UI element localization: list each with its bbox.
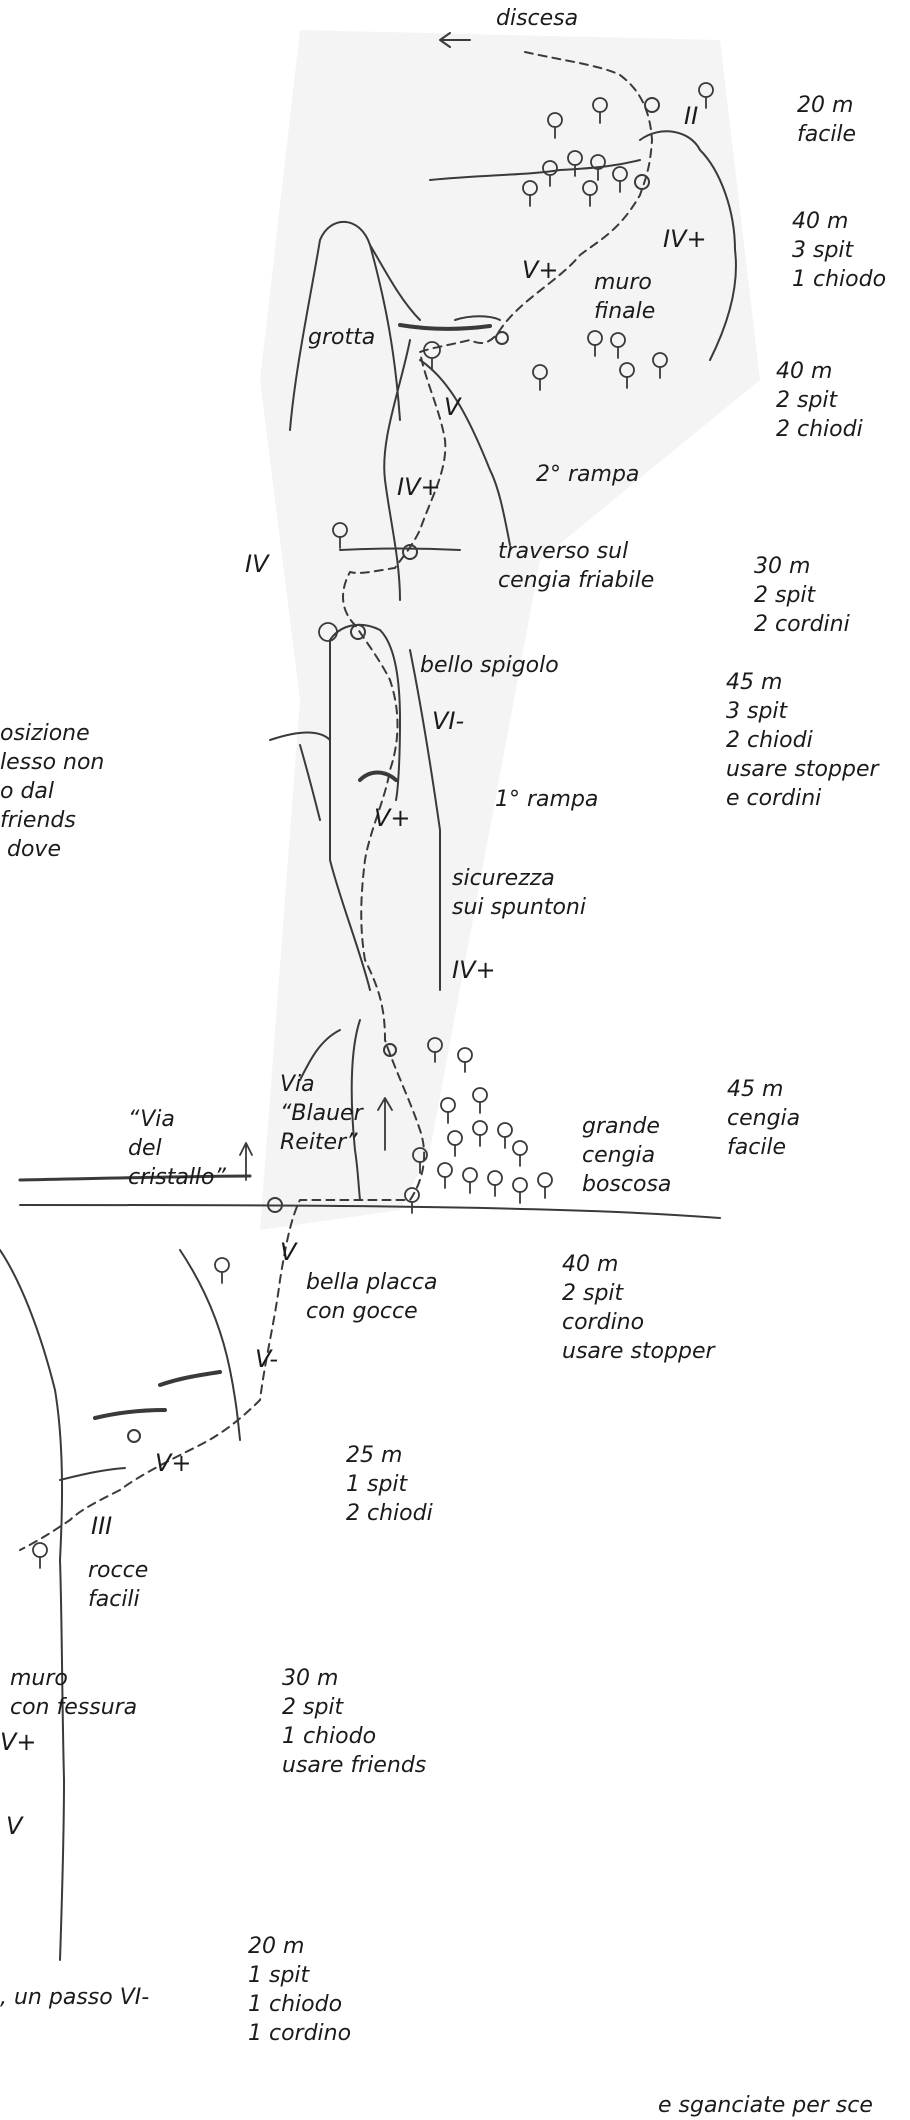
final-wall-label: muro finale <box>594 268 655 326</box>
pitch-info-2: 40 m 3 spit 1 chiodo <box>792 207 886 294</box>
left-cut-text-1: osizione lesso non o dal friends dove <box>0 719 104 864</box>
grade-Vp-left: V+ <box>0 1728 37 1757</box>
lower-slab-ledge-2 <box>95 1410 165 1418</box>
grade-V-mid: V <box>444 393 460 422</box>
via-cristallo-label: “Via del cristallo” <box>128 1105 226 1192</box>
pitch-info-6: 45 m cengia facile <box>727 1075 800 1162</box>
pitch-info-3: 40 m 2 spit 2 chiodi <box>776 357 863 444</box>
lower-slab-left <box>0 1250 62 1560</box>
belay-spikes-label: sicurezza sui spuntoni <box>452 864 586 922</box>
grade-Vp-top: V+ <box>522 256 559 285</box>
pitch-info-5: 45 m 3 spit 2 chiodi usare stopper e cor… <box>726 668 879 813</box>
grade-IVp-mid: IV+ <box>397 473 441 502</box>
grade-IVp-top: IV+ <box>663 225 707 254</box>
wall-crack-label: muro con fessura <box>10 1664 137 1722</box>
grade-II: II <box>684 102 698 131</box>
rock-face-shading <box>260 30 760 1230</box>
first-ramp-label: 1° rampa <box>495 785 598 814</box>
pitch-info-1: 20 m facile <box>797 91 856 149</box>
nice-slab-label: bella placca con gocce <box>306 1268 437 1326</box>
big-ledge-label: grande cengia boscosa <box>582 1112 671 1199</box>
pitch-info-8: 25 m 1 spit 2 chiodi <box>346 1441 433 1528</box>
lower-slab-ledge-3 <box>60 1468 125 1480</box>
grade-Vp-ramp: V+ <box>374 804 411 833</box>
grade-IV: IV <box>245 550 269 579</box>
grade-Vp-low: V+ <box>155 1449 192 1478</box>
lower-left-crack <box>60 1560 64 1960</box>
via-blauer-reiter-label: Via “Blauer Reiter” <box>280 1070 363 1157</box>
bottom-cut-text: e sganciate per sce <box>658 2091 873 2120</box>
traverse-label: traverso sul cengia friabile <box>498 537 654 595</box>
left-cut-text-2: , un passo VI- <box>0 1983 149 2012</box>
lower-slab-mid <box>180 1250 240 1440</box>
lower-slab-ledge-1 <box>160 1372 220 1385</box>
easy-rocks-label: rocce facili <box>88 1556 148 1614</box>
grade-Vm: V- <box>255 1345 278 1374</box>
pitch-info-7: 40 m 2 spit cordino usare stopper <box>562 1250 715 1366</box>
grade-VIm: VI- <box>432 707 464 736</box>
cristallo-arrow <box>240 1143 252 1180</box>
grade-IVp-low: IV+ <box>452 956 496 985</box>
grade-V-slab: V <box>280 1238 296 1267</box>
grade-V-left: V <box>6 1812 22 1841</box>
pitch-info-10: 20 m 1 spit 1 chiodo 1 cordino <box>248 1932 351 2048</box>
grade-III: III <box>91 1512 112 1541</box>
pitch-info-9: 30 m 2 spit 1 chiodo usare friends <box>282 1664 426 1780</box>
pitch-info-4: 30 m 2 spit 2 cordini <box>754 552 850 639</box>
nice-arete-label: bello spigolo <box>420 651 559 680</box>
cave-label: grotta <box>308 323 375 352</box>
descent-label: discesa <box>496 4 578 33</box>
belay-8 <box>128 1430 140 1442</box>
second-ramp-label: 2° rampa <box>536 460 639 489</box>
